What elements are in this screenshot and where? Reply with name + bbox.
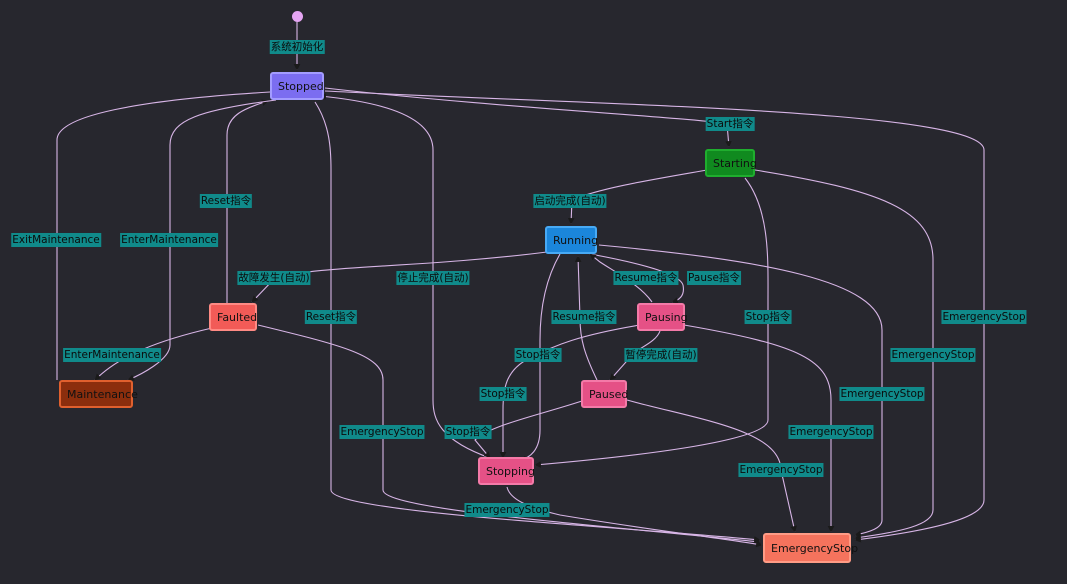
label-start-done: 启动完成(自动) xyxy=(533,194,607,208)
label-enter-maint2: EnterMaintenance xyxy=(63,348,161,362)
label-es4: EmergencyStop xyxy=(738,463,824,477)
label-es1: EmergencyStop xyxy=(339,425,425,439)
label-stop2: Stop指令 xyxy=(479,387,527,401)
edge-stop1 xyxy=(519,253,561,463)
edge-reset1 xyxy=(226,99,269,303)
edge-es2 xyxy=(506,486,763,548)
edge-reset2 xyxy=(314,101,761,543)
edge-pause xyxy=(589,253,684,304)
edge-es1 xyxy=(257,324,761,545)
label-exit-maint: ExitMaintenance xyxy=(11,233,101,247)
initial-state-dot xyxy=(292,11,303,22)
edge-exit-maint xyxy=(56,91,271,380)
state-stopped[interactable]: Stopped xyxy=(270,72,324,100)
state-maintenance[interactable]: Maintenance xyxy=(59,380,138,408)
edge-es4 xyxy=(626,399,797,533)
state-running[interactable]: Running xyxy=(545,226,598,254)
label-reset2: Reset指令 xyxy=(304,310,358,324)
label-stop3: Stop指令 xyxy=(444,425,492,439)
label-es7: EmergencyStop xyxy=(941,310,1027,324)
edge-es3 xyxy=(683,324,835,533)
label-enter-maint1: EnterMaintenance xyxy=(120,233,218,247)
label-stop1: Stop指令 xyxy=(514,348,562,362)
state-pausing[interactable]: Pausing xyxy=(637,303,688,331)
label-fault: 故障发生(自动) xyxy=(237,271,311,285)
edge-es5 xyxy=(598,244,883,538)
state-starting[interactable]: Starting xyxy=(705,149,757,177)
label-start-cmd: Start指令 xyxy=(705,117,755,131)
label-stop-done: 停止完成(自动) xyxy=(396,271,470,285)
state-emergency-stop[interactable]: EmergencyStop xyxy=(763,533,858,563)
label-es3: EmergencyStop xyxy=(788,425,874,439)
edge-stop3 xyxy=(474,399,586,459)
label-init: 系统初始化 xyxy=(269,40,325,54)
label-es6: EmergencyStop xyxy=(890,348,976,362)
label-stop4: Stop指令 xyxy=(744,310,792,324)
state-faulted[interactable]: Faulted xyxy=(209,303,257,331)
label-es5: EmergencyStop xyxy=(839,387,925,401)
edge-start xyxy=(324,87,732,148)
edge-enter-maint1 xyxy=(127,99,277,381)
edge-stop4 xyxy=(534,177,769,468)
label-resume2: Resume指令 xyxy=(551,310,617,324)
edge-es7 xyxy=(324,90,985,543)
label-resume1: Resume指令 xyxy=(613,271,679,285)
label-es2: EmergencyStop xyxy=(464,503,550,517)
label-reset1: Reset指令 xyxy=(199,194,253,208)
label-pause-cmd: Pause指令 xyxy=(687,271,741,285)
label-pause-done: 暂停完成(自动) xyxy=(624,348,698,362)
state-stopping[interactable]: Stopping xyxy=(478,457,535,485)
edge-es6 xyxy=(754,169,934,541)
state-paused[interactable]: Paused xyxy=(581,380,628,408)
